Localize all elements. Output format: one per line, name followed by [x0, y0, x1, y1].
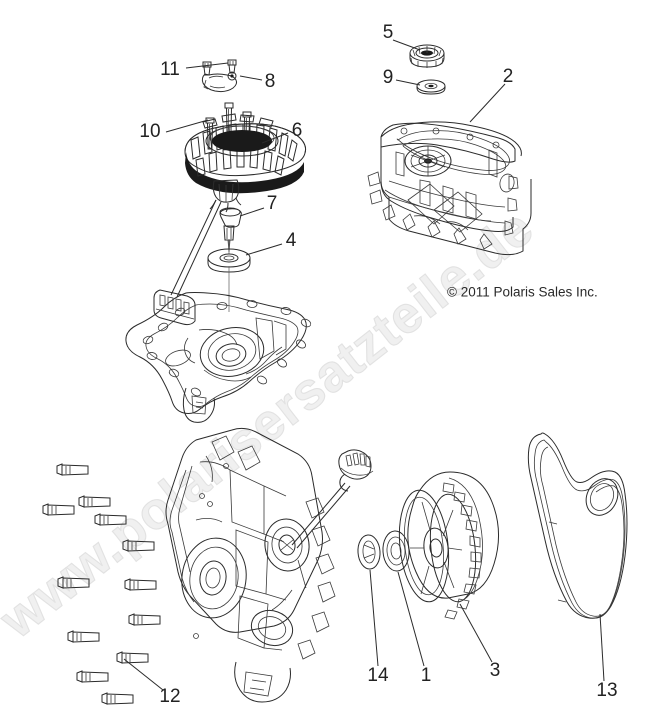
leader-lines [123, 39, 605, 691]
callout-10: 10 [139, 121, 160, 142]
callout-4: 4 [286, 230, 297, 251]
leader-2 [469, 83, 506, 123]
part-wire-retainer-bracket [201, 71, 238, 93]
callout-2: 2 [503, 66, 514, 87]
copyright-notice: © 2011 Polaris Sales Inc. [447, 285, 598, 300]
callout-3: 3 [490, 660, 501, 681]
leader-12 [123, 658, 164, 691]
leader-10 [165, 119, 209, 133]
callout-13: 13 [596, 680, 617, 701]
leader-6 [261, 132, 289, 144]
part-shim-washer [382, 530, 410, 572]
leader-13 [599, 613, 605, 682]
callout-12: 12 [159, 686, 180, 707]
leader-3 [459, 603, 493, 663]
part-stator-assembly [184, 113, 306, 213]
part-screw-flange-small [202, 59, 237, 76]
bolt-item [124, 578, 157, 591]
bolt-item [57, 576, 90, 589]
bolt-item [116, 651, 149, 664]
callout-7: 7 [267, 193, 278, 214]
callout-5: 5 [383, 22, 394, 43]
watermark-text: www.polarisersatzteile.de [0, 198, 545, 650]
leader-4 [245, 243, 283, 256]
bolt-item [94, 513, 127, 526]
leader-1 [397, 571, 425, 667]
leader-5 [392, 39, 421, 51]
leader-8 [239, 75, 263, 81]
part-flywheel-rotor [398, 471, 500, 620]
stator-connector-block [153, 289, 196, 326]
watermark-layer: www.polarisersatzteile.de [0, 198, 545, 651]
leader-7 [239, 207, 265, 217]
bolt-item [78, 495, 111, 508]
part-crankcase-gasket [527, 432, 628, 619]
bolt-item [67, 630, 100, 643]
part-crank-position-sensor [291, 449, 374, 549]
part-bearing-nut [409, 44, 445, 68]
bolt-item [101, 692, 134, 705]
bolt-item [76, 670, 109, 683]
callout-9: 9 [383, 67, 394, 88]
callout-11: 11 [160, 59, 180, 80]
part-upper-crankcase-half [125, 199, 312, 423]
callout-1: 1 [421, 665, 432, 686]
bolt-item [42, 503, 75, 516]
callout-8: 8 [265, 71, 276, 92]
part-flat-washer [416, 79, 446, 95]
callout-14: 14 [367, 665, 389, 686]
bolt-item [128, 613, 161, 626]
leader-14 [369, 569, 379, 667]
bolt-item [122, 539, 155, 552]
callout-numbers: 11 8 10 6 7 4 5 9 2 12 14 1 3 13 [139, 22, 617, 707]
part-gearcase-cover [367, 121, 532, 256]
leader-9 [395, 79, 421, 86]
part-speed-sensor [219, 207, 242, 254]
callout-6: 6 [292, 120, 303, 141]
bolt-item [56, 463, 89, 476]
leader-11 [185, 62, 229, 69]
part-thrust-washer [357, 534, 381, 570]
part-lower-crankcase-half [165, 427, 336, 703]
part-seal-washer [207, 248, 251, 312]
